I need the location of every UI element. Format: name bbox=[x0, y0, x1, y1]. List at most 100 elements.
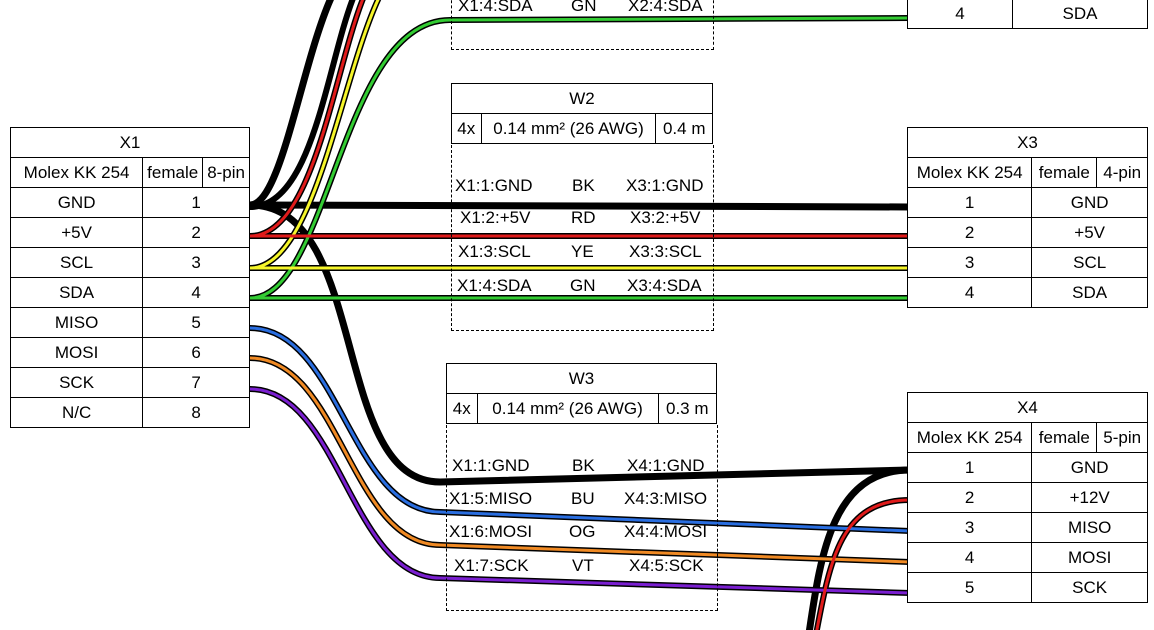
connector-pincount: 5-pin bbox=[1096, 422, 1148, 453]
w3-wire-color: BU bbox=[571, 489, 595, 508]
cable-count: 4x bbox=[451, 113, 482, 144]
pin-number: 1 bbox=[906, 452, 1033, 483]
w2-wire-color: GN bbox=[570, 276, 596, 295]
pin-label: MISO bbox=[9, 307, 144, 338]
connector-title: X3 bbox=[907, 127, 1148, 158]
w3-wire-color: OG bbox=[569, 522, 596, 541]
w2-wire-to: X3:1:GND bbox=[626, 176, 704, 195]
w2-wire-to: X3:2:+5V bbox=[630, 208, 701, 227]
connector-gender: female bbox=[142, 157, 204, 188]
pin-number: 7 bbox=[142, 367, 250, 398]
cable-w1-body bbox=[451, 0, 714, 50]
pin-label: SCK bbox=[1031, 572, 1148, 603]
w2-wire-from: X1:2:+5V bbox=[460, 208, 531, 227]
pin-label: GND bbox=[1031, 452, 1148, 483]
pin-number: 4 bbox=[906, 542, 1033, 573]
pin-label: MISO bbox=[1031, 512, 1148, 543]
w2-wire-from: X1:4:SDA bbox=[457, 276, 532, 295]
w1-wire-from: X1:4:SDA bbox=[458, 0, 533, 15]
cable-length: 0.3 m bbox=[657, 393, 718, 424]
pin-row: 4 SDA bbox=[907, 0, 1148, 29]
pin-label: SCL bbox=[1031, 247, 1148, 278]
pin-number: 5 bbox=[906, 572, 1033, 603]
cable-w2-body bbox=[451, 145, 714, 331]
connector-type: Molex KK 254 bbox=[906, 422, 1033, 453]
pin-number: 3 bbox=[906, 512, 1033, 543]
w3-wire-to: X4:5:SCK bbox=[629, 556, 704, 575]
pin-label: +5V bbox=[9, 217, 144, 248]
w1-wire-color: GN bbox=[571, 0, 597, 15]
pin-label: +12V bbox=[1031, 482, 1148, 513]
connector-gender: female bbox=[1031, 422, 1098, 453]
cable-count: 4x bbox=[446, 393, 478, 424]
connector-pincount: 4-pin bbox=[1096, 157, 1148, 188]
cable-gauge: 0.14 mm² (26 AWG) bbox=[476, 393, 659, 424]
pin-number: 6 bbox=[142, 337, 250, 368]
pin-number: 2 bbox=[906, 217, 1033, 248]
w3-wire-color: BK bbox=[572, 456, 595, 475]
pin-row: 2+5V bbox=[906, 217, 1148, 248]
w3-wire-from: X1:1:GND bbox=[452, 456, 530, 475]
connector-pincount: 8-pin bbox=[202, 157, 250, 188]
w1-wire-to: X2:4:SDA bbox=[628, 0, 703, 15]
w2-wire-color: BK bbox=[572, 176, 595, 195]
cable-w3-body bbox=[446, 425, 718, 611]
pin-number: 4 bbox=[142, 277, 250, 308]
connector-type: Molex KK 254 bbox=[906, 157, 1033, 188]
cable-title: W3 bbox=[446, 363, 717, 394]
pin-label: SCL bbox=[9, 247, 144, 278]
w2-wire-from: X1:3:SCL bbox=[458, 242, 531, 261]
cable-w2-header: W2 4x 0.14 mm² (26 AWG) 0.4 m bbox=[451, 83, 713, 144]
w2-wire-color: RD bbox=[571, 208, 596, 227]
pin-label: GND bbox=[9, 187, 144, 218]
pin-number: 3 bbox=[142, 247, 250, 278]
pin-number: 1 bbox=[906, 187, 1033, 218]
pin-row: 2+12V bbox=[906, 482, 1148, 513]
pin-label: N/C bbox=[9, 397, 144, 428]
pin-number: 8 bbox=[142, 397, 250, 428]
pin-number: 5 bbox=[142, 307, 250, 338]
w3-wire-to: X4:3:MISO bbox=[624, 489, 708, 508]
pin-label: SCK bbox=[9, 367, 144, 398]
pin-label: MOSI bbox=[1031, 542, 1148, 573]
pin-label: GND bbox=[1031, 187, 1148, 218]
pin-number: 4 bbox=[907, 0, 1013, 29]
connector-title: X4 bbox=[907, 392, 1148, 423]
w3-wire-from: X1:6:MOSI bbox=[449, 522, 533, 541]
connector-type: Molex KK 254 bbox=[9, 157, 144, 188]
w3-wire-from: X1:5:MISO bbox=[449, 489, 533, 508]
w2-wire-color: YE bbox=[571, 242, 594, 261]
w2-wire-to: X3:4:SDA bbox=[627, 276, 702, 295]
w2-wire-to: X3:3:SCL bbox=[629, 242, 702, 261]
cable-length: 0.4 m bbox=[655, 113, 713, 144]
pin-number: 2 bbox=[142, 217, 250, 248]
pin-label: SDA bbox=[1031, 277, 1148, 308]
w3-wire-from: X1:7:SCK bbox=[454, 556, 529, 575]
cable-gauge: 0.14 mm² (26 AWG) bbox=[480, 113, 657, 144]
pin-number: 4 bbox=[906, 277, 1033, 308]
w3-wire-to: X4:1:GND bbox=[627, 456, 705, 475]
connector-title: X1 bbox=[10, 127, 250, 158]
pin-label: MOSI bbox=[9, 337, 144, 368]
pin-number: 2 bbox=[906, 482, 1033, 513]
pin-number: 1 bbox=[142, 187, 250, 218]
pin-number: 3 bbox=[906, 247, 1033, 278]
pin-label: SDA bbox=[9, 277, 144, 308]
cable-title: W2 bbox=[451, 83, 713, 114]
